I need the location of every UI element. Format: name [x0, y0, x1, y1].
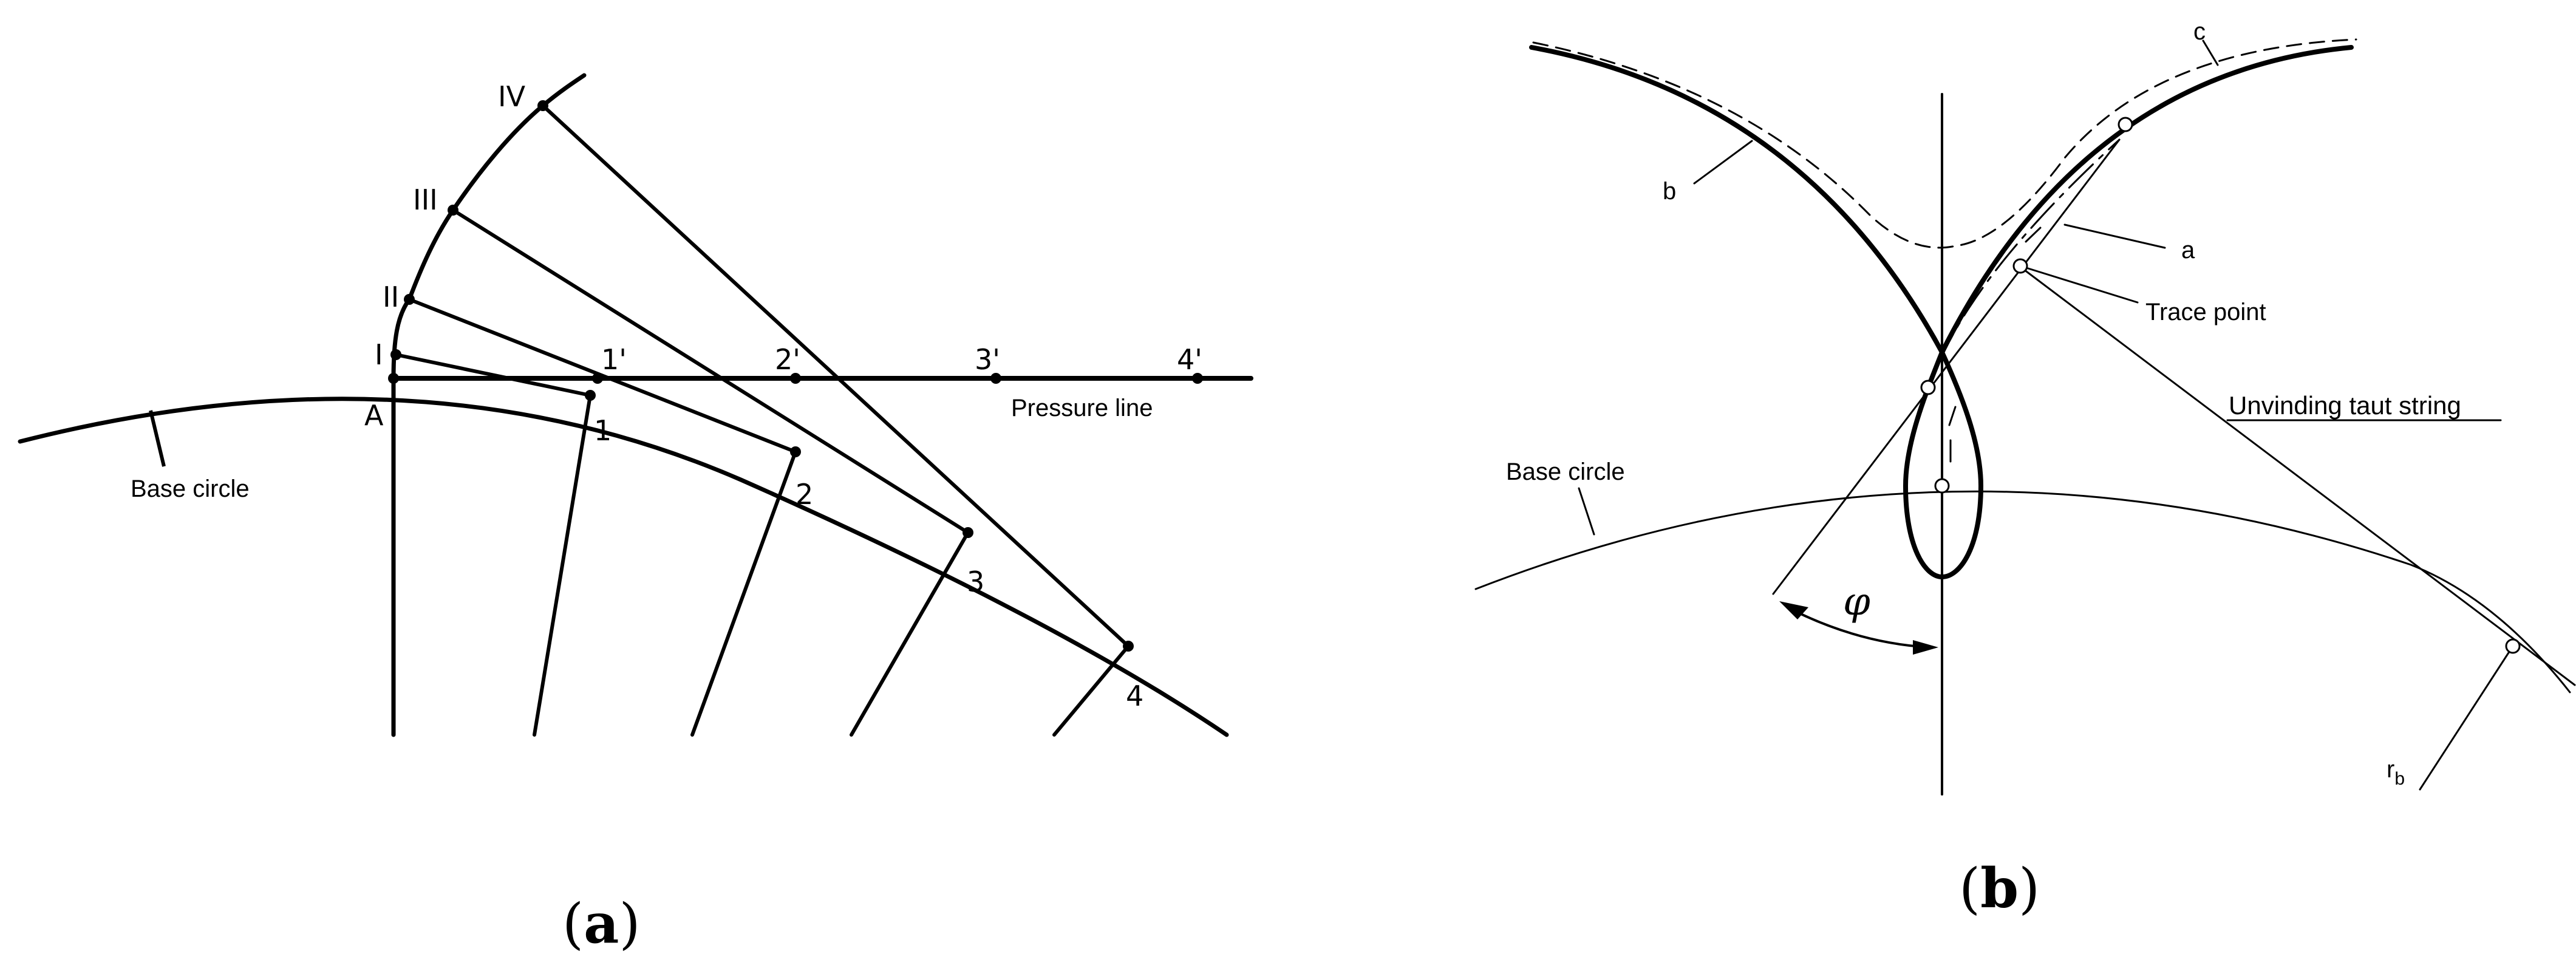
panel-a [18, 73, 1253, 737]
point-a-dot [388, 373, 399, 384]
arrowhead-right [1913, 640, 1938, 655]
marker-top-right [2118, 117, 2133, 132]
base-circle-leader-a [149, 410, 166, 467]
trochoid-loop [1903, 350, 1984, 580]
leader-b [1693, 140, 1753, 185]
tangent-line-2 [407, 298, 797, 454]
base-circle-label-a: Base circle [131, 475, 250, 502]
tick-1 [1948, 406, 1957, 426]
involute-point-label-2: II [383, 281, 399, 313]
leader-base-circle-b [1578, 487, 1595, 536]
arrowhead-left [1779, 601, 1808, 619]
radius-leader-line [2419, 645, 2514, 791]
base-point-3-dot [963, 527, 973, 538]
dashed-tip-curve [1532, 38, 2357, 249]
dashdot-line-a [1937, 138, 2121, 366]
base-point-4-dot [1123, 641, 1134, 652]
base-circle-arc [18, 397, 1229, 737]
base-point-label-3: 3 [967, 565, 984, 598]
tangent-line-3 [451, 208, 970, 534]
panel-b-markers [1920, 117, 2521, 654]
radial-line-2 [690, 450, 797, 737]
base-point-2-dot [790, 446, 801, 457]
trace-point-label: Trace point [2145, 299, 2266, 326]
involute-point-4-dot [537, 100, 548, 111]
tangent-line-4 [541, 104, 1130, 648]
radial-line-4 [1052, 644, 1130, 737]
label-c: c [2193, 18, 2206, 45]
base-point-1-dot [585, 390, 596, 401]
panel-b-caption-letter: b [1980, 856, 2019, 921]
radius-subscript: b [2394, 769, 2405, 789]
pressure-point-label-3: 3' [975, 343, 1000, 376]
marker-center [1934, 478, 1950, 494]
pressure-point-label-1: 1' [601, 343, 627, 376]
tooth-flank-c [1940, 45, 2354, 355]
pressure-point-4-dot [1192, 373, 1203, 384]
base-circle-arc-b [1474, 490, 2571, 694]
radius-label: rb [2387, 756, 2405, 789]
label-a: a [2181, 237, 2195, 264]
involute-point-label-4: IV [498, 80, 526, 113]
pressure-point-label-2: 2' [775, 343, 800, 376]
radial-line-3 [850, 531, 970, 737]
panel-b-labels: c b a Trace point Unvinding taut string … [1506, 18, 2461, 789]
taut-string-label: Unvinding taut string [2229, 391, 2461, 420]
panel-a-labels: Base circle Pressure line A 1 2 3 4 1' 2… [131, 80, 1202, 712]
label-b: b [1663, 178, 1676, 205]
panel-a-caption: (a) [562, 891, 641, 956]
pressure-point-1-dot [592, 373, 603, 384]
involute-point-3-dot [448, 205, 458, 216]
base-point-label-1: 1 [594, 414, 612, 447]
panel-b-caption: (b) [1959, 856, 2040, 921]
involute-point-1-dot [390, 349, 401, 360]
leader-a [2063, 223, 2166, 249]
angle-arrowheads [1779, 601, 1938, 655]
point-a-label: A [364, 399, 384, 432]
marker-base-tangent [2505, 638, 2521, 654]
pressure-line-label: Pressure line [1011, 395, 1153, 421]
leader-c [2202, 39, 2219, 66]
panel-a-points [388, 100, 1203, 652]
tick-3 [2025, 227, 2042, 243]
angle-ray-line [1772, 138, 2121, 595]
marker-loop-top [1920, 380, 1936, 395]
radius-symbol: r [2387, 756, 2394, 783]
involute-curve [391, 73, 587, 381]
tangent-line-1 [394, 353, 592, 397]
leader-trace-point [2019, 265, 2139, 304]
radial-line-1 [533, 394, 592, 737]
pressure-point-3-dot [990, 373, 1001, 384]
involute-point-2-dot [404, 294, 415, 305]
marker-trace-point [2012, 258, 2028, 274]
base-circle-label-b: Base circle [1506, 458, 1625, 485]
taut-string-line [2018, 265, 2576, 686]
base-point-label-4: 4 [1126, 680, 1143, 712]
involute-point-label-1: I [375, 338, 383, 371]
base-point-label-2: 2 [796, 478, 813, 511]
involute-point-label-3: III [413, 183, 438, 216]
pressure-point-label-4: 4' [1177, 343, 1202, 376]
pressure-point-2-dot [790, 373, 801, 384]
angle-symbol: φ [1843, 579, 1870, 624]
panel-a-caption-letter: a [584, 891, 619, 956]
panel-b [1474, 38, 2576, 796]
tooth-flank-b [1529, 45, 1944, 355]
